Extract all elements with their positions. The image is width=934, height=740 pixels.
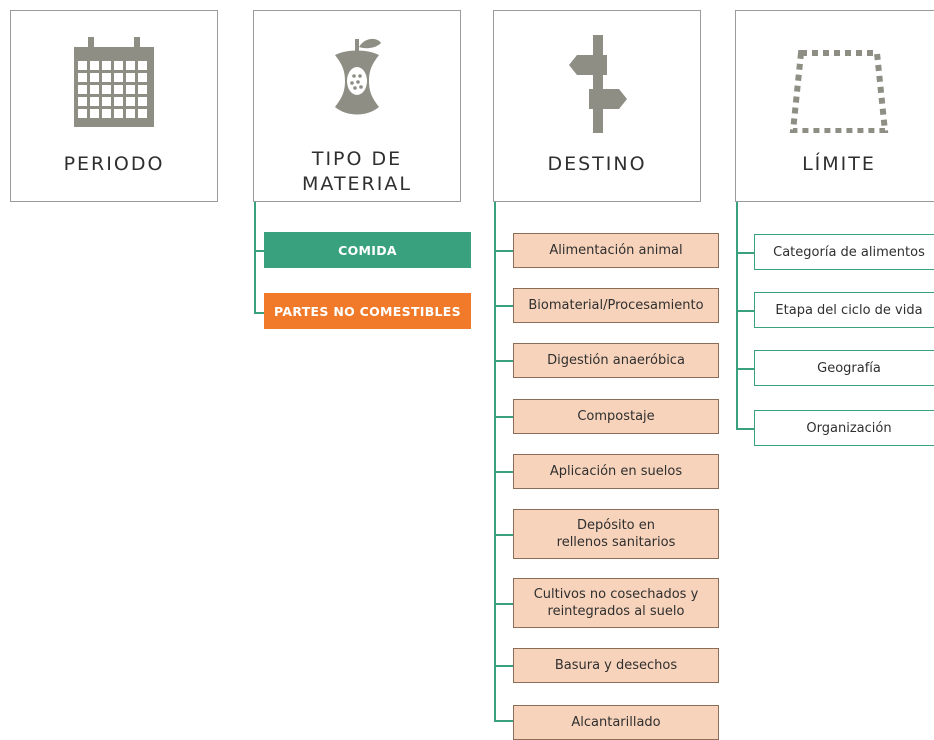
destination-connector-branch — [494, 250, 513, 252]
card-title-limite: LÍMITE — [802, 153, 876, 175]
destination-connector-branch — [494, 603, 513, 605]
boundary-geografia: Geografía — [754, 350, 934, 386]
destination-basura-y-desechos: Basura y desechos — [513, 648, 719, 683]
material-connector-branch — [254, 250, 264, 252]
destination-connector-branch — [494, 305, 513, 307]
card-periodo: PERIODO — [10, 10, 218, 202]
material-connector-trunk — [254, 202, 256, 314]
destination-connector-branch — [494, 534, 513, 536]
card-title-tipo-de-material-line2: MATERIAL — [302, 173, 412, 195]
destination-connector-branch — [494, 720, 513, 722]
material-comida: COMIDA — [264, 232, 471, 268]
destination-compostaje: Compostaje — [513, 399, 719, 434]
boundary-connector-branch — [736, 310, 754, 312]
destination-label-line: rellenos sanitarios — [556, 535, 676, 550]
destination-connector-trunk — [494, 202, 496, 722]
card-title-tipo-de-material-line1: TIPO DE — [311, 148, 403, 170]
destination-alimentacion-animal: Alimentación animal — [513, 233, 719, 268]
destination-label-line: reintegrados al suelo — [547, 604, 685, 619]
destination-deposito-rellenos: Depósito en rellenos sanitarios — [513, 509, 719, 559]
boundary-connector-branch — [736, 368, 754, 370]
card-destino: DESTINO — [493, 10, 701, 202]
destination-biomaterial-procesamiento: Biomaterial/Procesamiento — [513, 288, 719, 323]
boundary-organizacion: Organización — [754, 410, 934, 446]
destination-label-line: Cultivos no cosechados y — [533, 587, 699, 602]
apple-core-icon — [254, 33, 460, 133]
boundary-connector-trunk — [736, 202, 738, 430]
boundary-categoria-de-alimentos: Categoría de alimentos — [754, 234, 934, 270]
calendar-icon — [11, 33, 217, 133]
card-limite: LÍMITE — [735, 10, 934, 202]
card-tipo-de-material: TIPO DE MATERIAL — [253, 10, 461, 202]
destination-connector-branch — [494, 360, 513, 362]
destination-connector-branch — [494, 416, 513, 418]
destination-digestion-anaerobica: Digestión anaeróbica — [513, 343, 719, 378]
destination-alcantarillado: Alcantarillado — [513, 705, 719, 740]
destination-aplicacion-en-suelos: Aplicación en suelos — [513, 454, 719, 489]
material-connector-branch — [254, 312, 264, 314]
boundary-etapa-del-ciclo-de-vida: Etapa del ciclo de vida — [754, 292, 934, 328]
boundary-connector-branch — [736, 252, 754, 254]
card-title-periodo: PERIODO — [63, 153, 165, 175]
destination-label-line: Depósito en — [576, 518, 656, 533]
boundary-connector-branch — [736, 428, 754, 430]
signpost-icon — [494, 33, 700, 133]
destination-connector-branch — [494, 471, 513, 473]
dashed-boundary-icon — [736, 33, 934, 133]
card-title-destino: DESTINO — [547, 153, 647, 175]
destination-connector-branch — [494, 665, 513, 667]
destination-cultivos-no-cosechados: Cultivos no cosechados y reintegrados al… — [513, 578, 719, 628]
material-partes-no-comestibles: PARTES NO COMESTIBLES — [264, 293, 471, 329]
